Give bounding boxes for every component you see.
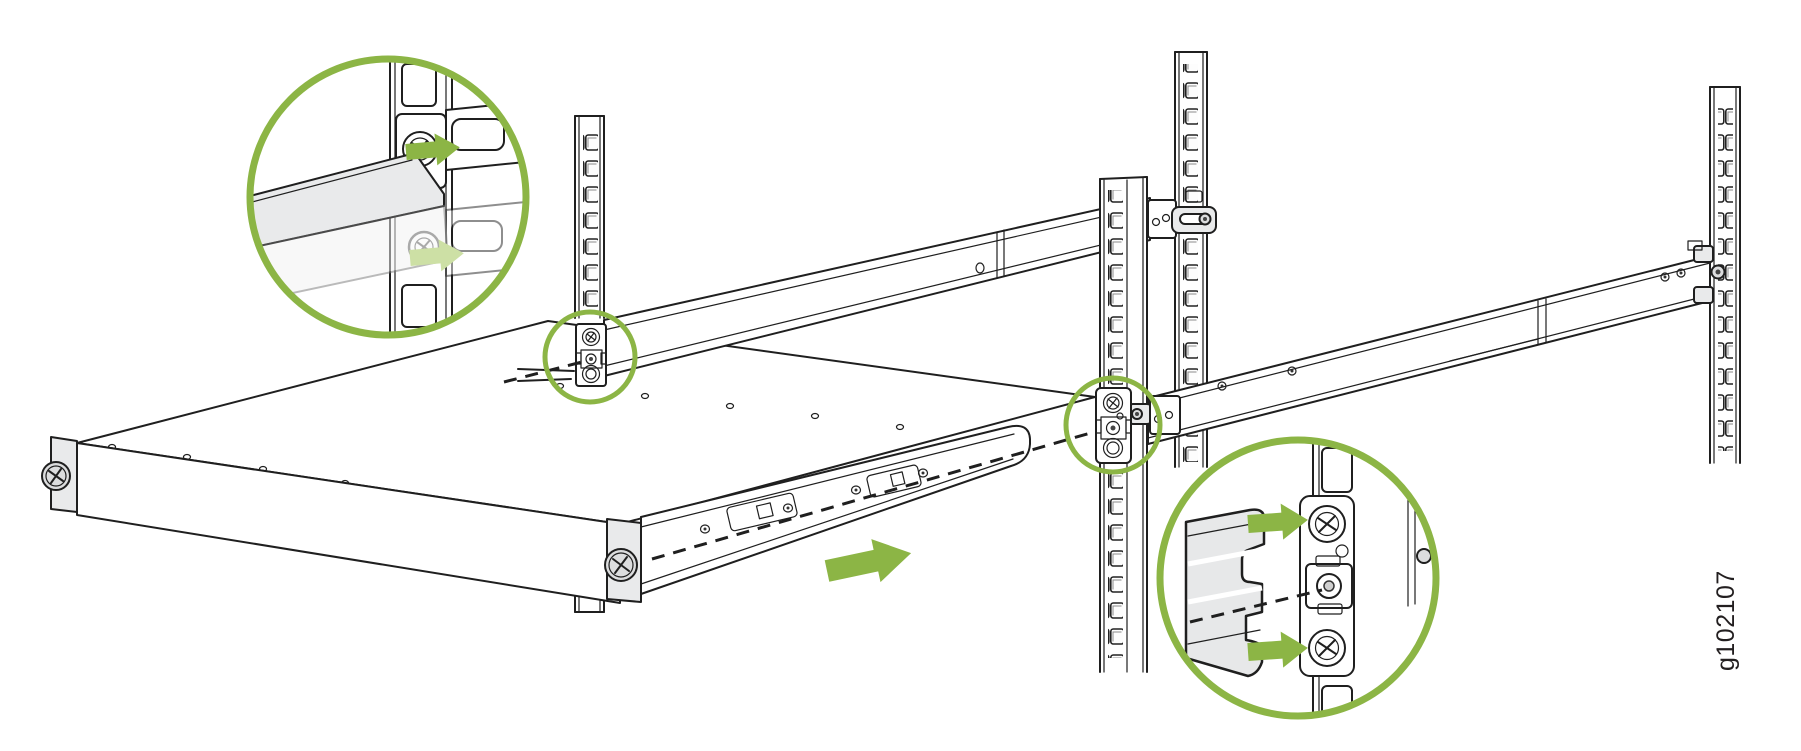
keyhole-bracket-front-left bbox=[575, 323, 607, 387]
figure-id-label: g102107 bbox=[1712, 570, 1740, 671]
thumbscrew-right bbox=[604, 548, 638, 582]
callout-detail-right bbox=[1156, 436, 1440, 720]
keyhole-bracket-front-right bbox=[1095, 387, 1132, 464]
slide-rail-right bbox=[1147, 240, 1726, 445]
device-chassis bbox=[41, 320, 1096, 604]
callout-ring-front-left bbox=[542, 309, 638, 405]
chassis-inner-rail bbox=[640, 424, 1031, 595]
insertion-arrow bbox=[824, 539, 912, 583]
callout-ring-front-right bbox=[1063, 375, 1163, 475]
rail-rear-bracket-left bbox=[1147, 190, 1217, 239]
thumbscrew-left bbox=[41, 461, 71, 491]
rail-rear-bracket-right bbox=[1687, 240, 1726, 304]
alignment-dashed-line bbox=[503, 360, 1095, 561]
mounting-ear-right bbox=[604, 518, 642, 603]
callout-detail-left bbox=[246, 55, 530, 339]
mounting-ear-left bbox=[41, 436, 78, 513]
rail-studs bbox=[699, 468, 929, 534]
rack-post-front-left bbox=[574, 115, 605, 613]
rail-latch-window-1 bbox=[726, 492, 798, 532]
